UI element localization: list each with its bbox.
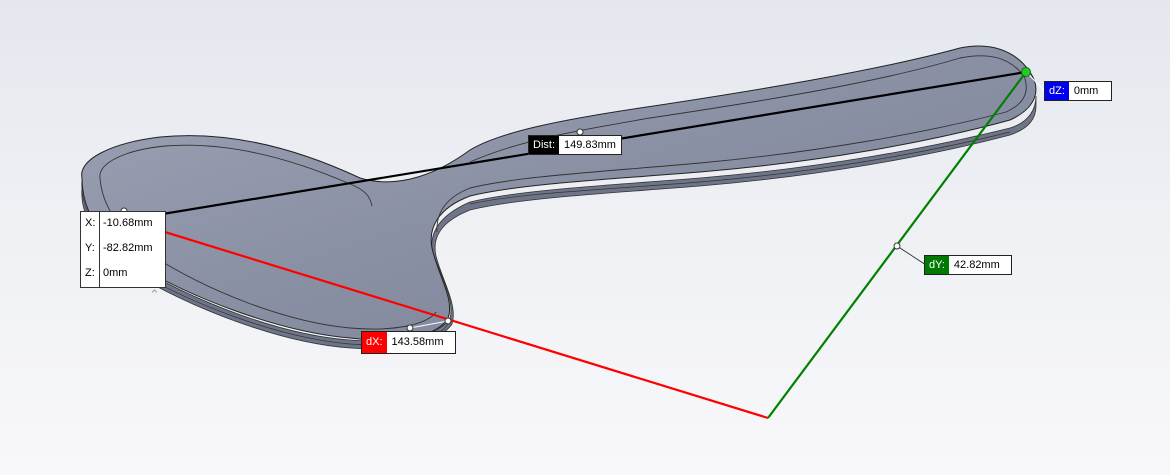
dx-label: dX:: [362, 332, 387, 353]
dist-value: 149.83mm: [564, 139, 616, 151]
dy-label: dY:: [925, 256, 949, 274]
caret-up-icon[interactable]: ⌃: [149, 287, 160, 302]
y-label: Y:: [85, 242, 95, 254]
dz-callout: dZ: 0mm: [1044, 81, 1112, 101]
z-value: 0mm: [103, 267, 128, 279]
x-label: X:: [85, 217, 96, 229]
dist-label: Dist:: [529, 136, 559, 154]
dy-callout: dY: 42.82mm: [924, 255, 1012, 275]
dx-callout: dX: 143.58mm: [361, 331, 456, 354]
x-value: -10.68mm: [103, 217, 153, 229]
dist-callout: Dist: 149.83mm: [528, 135, 622, 155]
dz-label: dZ:: [1045, 82, 1069, 100]
z-label: Z:: [85, 267, 95, 279]
dy-value: 42.82mm: [953, 259, 1000, 271]
end-point: [1021, 67, 1031, 77]
dz-value: 0mm: [1073, 85, 1099, 97]
dx-value: 143.58mm: [391, 336, 444, 348]
y-value: -82.82mm: [103, 242, 153, 254]
point-coordinates-callout: X: -10.68mm Y: -82.82mm Z: 0mm: [80, 211, 166, 288]
